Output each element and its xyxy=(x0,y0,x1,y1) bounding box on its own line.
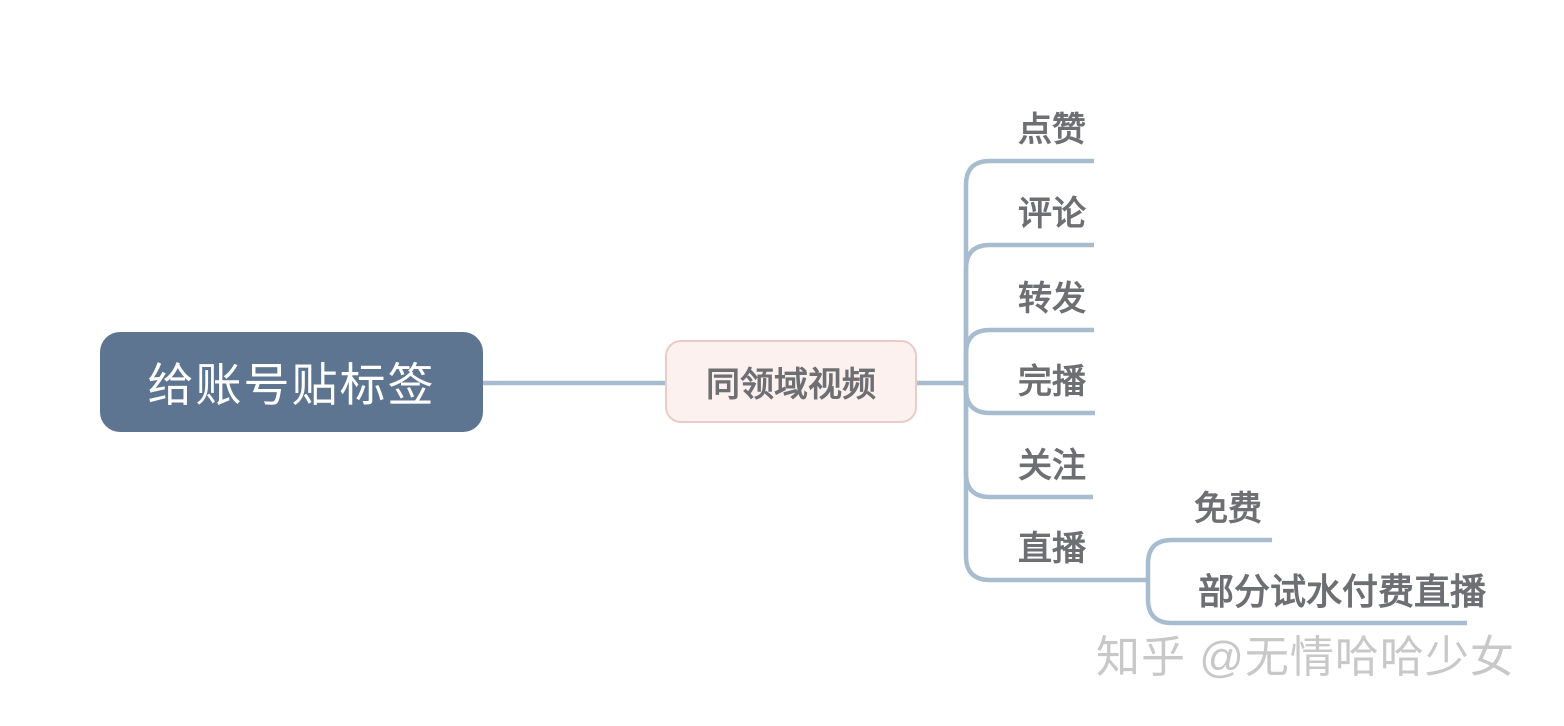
root-topic-label: 给账号贴标签 xyxy=(147,359,436,411)
leaf-topic-dianzan: 点赞 xyxy=(1018,111,1086,149)
branch-line-mianfei xyxy=(1145,537,1272,580)
root-topic-node: 给账号贴标签 xyxy=(100,332,483,432)
branch-line-paid-live xyxy=(1145,580,1467,626)
level2-topic-node: 同领域视频 xyxy=(665,340,917,423)
level2-topic-label: 同领域视频 xyxy=(706,366,876,404)
subtopic-mianfei: 免费 xyxy=(1194,490,1262,528)
branch-line-pinglun xyxy=(963,242,1094,383)
branch-line-zhuanfa xyxy=(963,327,1094,383)
branch-line-zhibo xyxy=(963,383,1148,583)
branch-line-dianzan xyxy=(963,158,1094,383)
leaf-topic-zhibo: 直播 xyxy=(1018,530,1086,568)
leaf-topic-guanzhu: 关注 xyxy=(1018,447,1086,485)
leaf-topic-zhuanfa: 转发 xyxy=(1018,280,1086,318)
subtopic-paid-live: 部分试水付费直播 xyxy=(1198,571,1487,612)
leaf-topic-wanbo: 完播 xyxy=(1018,363,1086,401)
leaf-topic-pinglun: 评论 xyxy=(1018,195,1086,233)
zhihu-watermark: 知乎 @无情哈哈少女 xyxy=(1096,633,1515,682)
